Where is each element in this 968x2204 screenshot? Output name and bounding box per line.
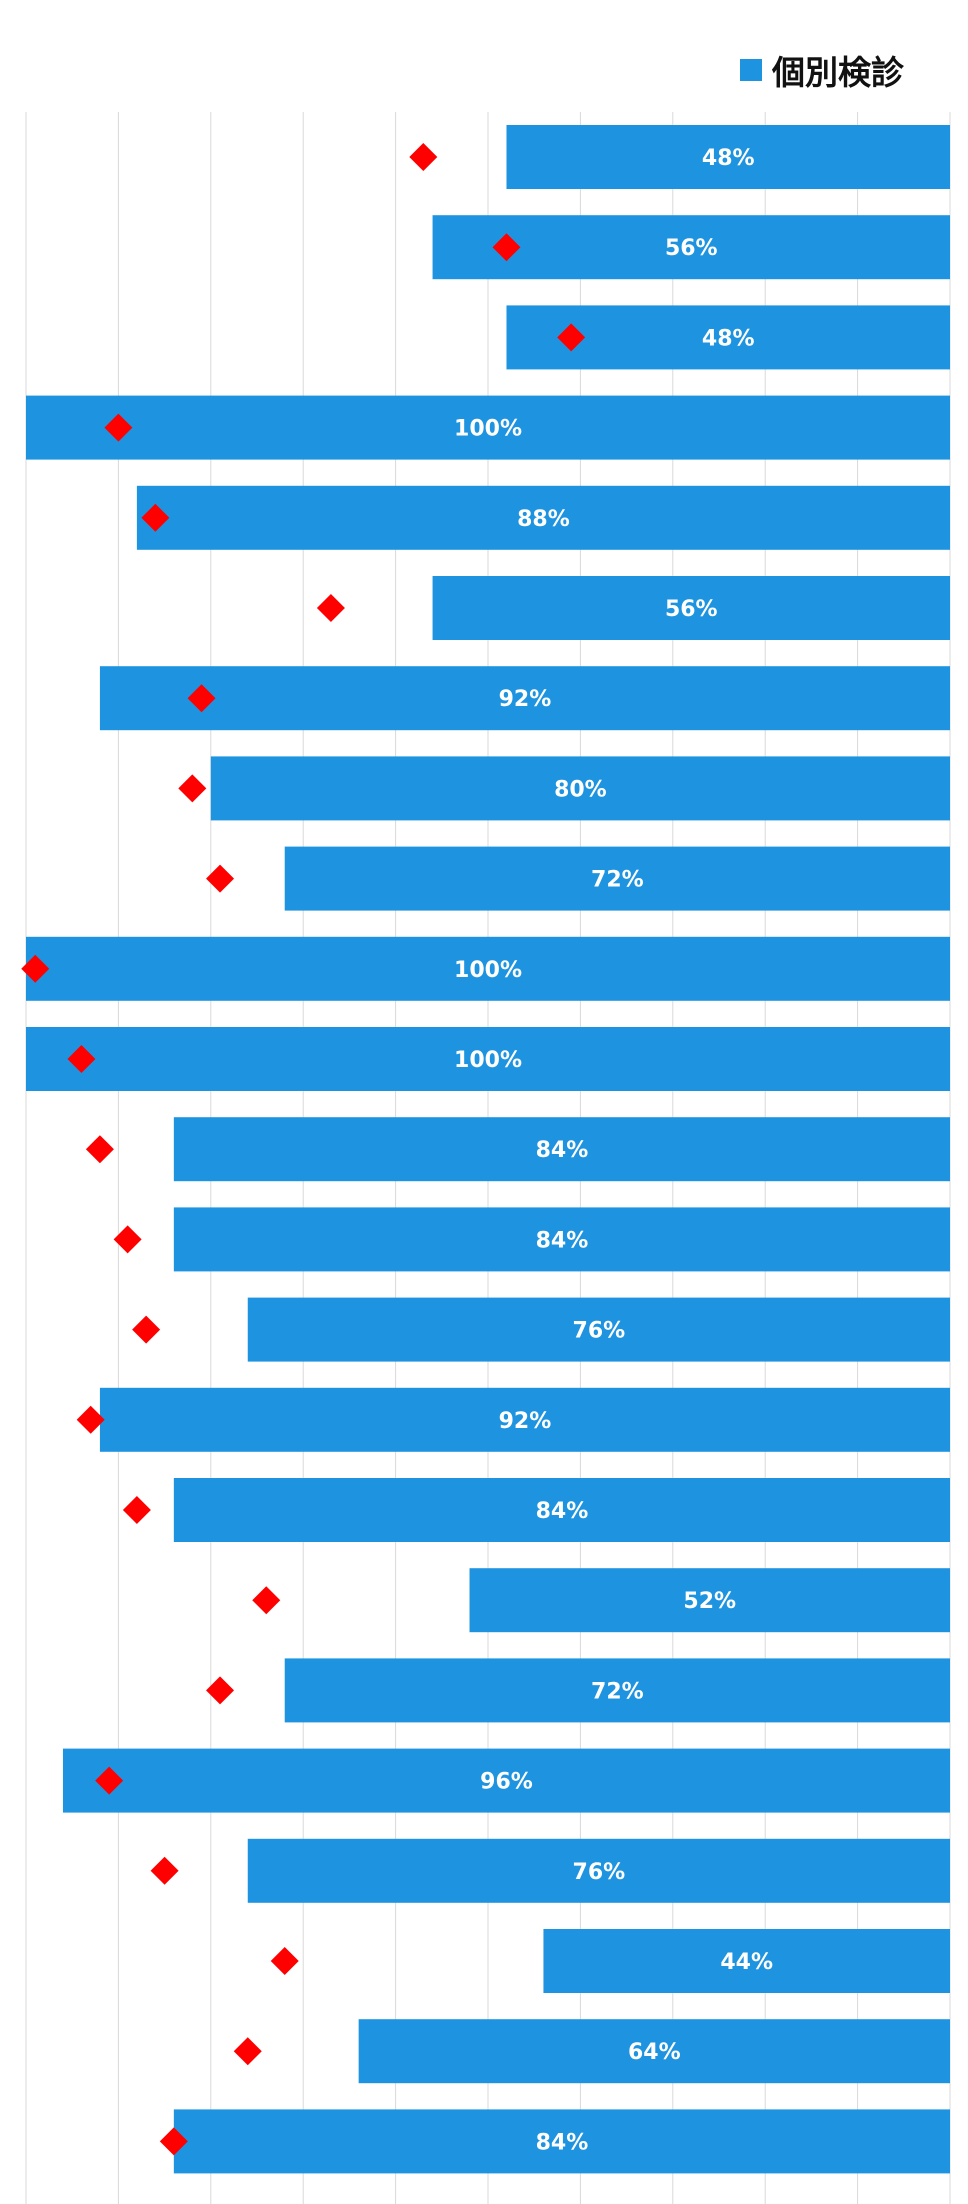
bar xyxy=(99,666,951,731)
bar xyxy=(469,1568,950,1633)
bar-label: 84% xyxy=(536,1499,589,1524)
bar-label: 100% xyxy=(454,1048,522,1073)
diamond-marker xyxy=(85,1135,114,1164)
bar-label: 64% xyxy=(628,2040,681,2065)
diamond-marker xyxy=(150,1856,179,1885)
bar xyxy=(284,846,951,911)
bar xyxy=(210,756,951,821)
diamond-marker xyxy=(178,774,207,803)
diamond-marker xyxy=(159,2127,188,2156)
diamond-marker xyxy=(132,1315,161,1344)
bar xyxy=(247,1297,950,1362)
bar xyxy=(173,2109,951,2174)
diamond-marker xyxy=(76,1405,105,1434)
bar-label: 92% xyxy=(499,1409,552,1434)
diamond-marker xyxy=(492,233,521,262)
bar-label: 72% xyxy=(591,1679,644,1704)
diamond-marker xyxy=(187,684,216,713)
bar-label: 44% xyxy=(720,1950,773,1975)
bar-label: 72% xyxy=(591,868,644,893)
bar-label: 48% xyxy=(702,146,755,171)
bar-label: 88% xyxy=(517,507,570,532)
bar-label: 84% xyxy=(536,2130,589,2155)
bar-label: 92% xyxy=(499,687,552,712)
legend-label: 個別検診 xyxy=(772,53,904,92)
bar-label: 76% xyxy=(573,1860,626,1885)
bar-label: 48% xyxy=(702,326,755,351)
bar xyxy=(247,1838,950,1903)
diamond-marker xyxy=(67,1045,96,1073)
legend-swatch xyxy=(740,59,762,81)
diamond-marker xyxy=(557,323,586,352)
bar-label: 84% xyxy=(536,1138,589,1163)
bar xyxy=(136,485,950,550)
bar-label: 52% xyxy=(683,1589,736,1614)
bar xyxy=(99,1387,951,1452)
bar xyxy=(26,1027,950,1091)
diamond-marker xyxy=(316,594,345,622)
bar xyxy=(543,1929,950,1993)
diamond-marker xyxy=(141,503,170,532)
bar xyxy=(26,936,950,1001)
bar xyxy=(173,1478,951,1542)
bar-label: 76% xyxy=(573,1319,626,1344)
diamond-marker xyxy=(21,954,50,983)
diamond-marker xyxy=(95,1766,124,1795)
bar xyxy=(358,2019,950,2084)
bar xyxy=(26,395,950,460)
bar xyxy=(173,1207,951,1272)
bar xyxy=(432,576,950,640)
diamond-marker xyxy=(113,1225,142,1254)
diamond-marker xyxy=(104,413,133,442)
diamond-marker xyxy=(252,1586,281,1615)
bar xyxy=(284,1658,951,1723)
bar xyxy=(62,1748,950,1813)
diamond-marker xyxy=(206,864,235,893)
bar-label: 100% xyxy=(454,417,522,442)
diamond-marker xyxy=(122,1496,151,1524)
diamond-marker xyxy=(270,1947,299,1975)
bar-label: 96% xyxy=(480,1770,533,1795)
diamond-marker xyxy=(409,143,438,171)
diamond-marker xyxy=(206,1676,235,1705)
bar xyxy=(506,125,950,189)
bar xyxy=(173,1117,951,1182)
bar-label: 84% xyxy=(536,1228,589,1253)
legend: 個別検診 xyxy=(740,46,904,94)
bar-label: 80% xyxy=(554,777,607,802)
bar-label: 56% xyxy=(665,597,718,622)
diamond-marker xyxy=(233,2037,262,2066)
bar-label: 56% xyxy=(665,236,718,261)
bar-label: 100% xyxy=(454,958,522,983)
